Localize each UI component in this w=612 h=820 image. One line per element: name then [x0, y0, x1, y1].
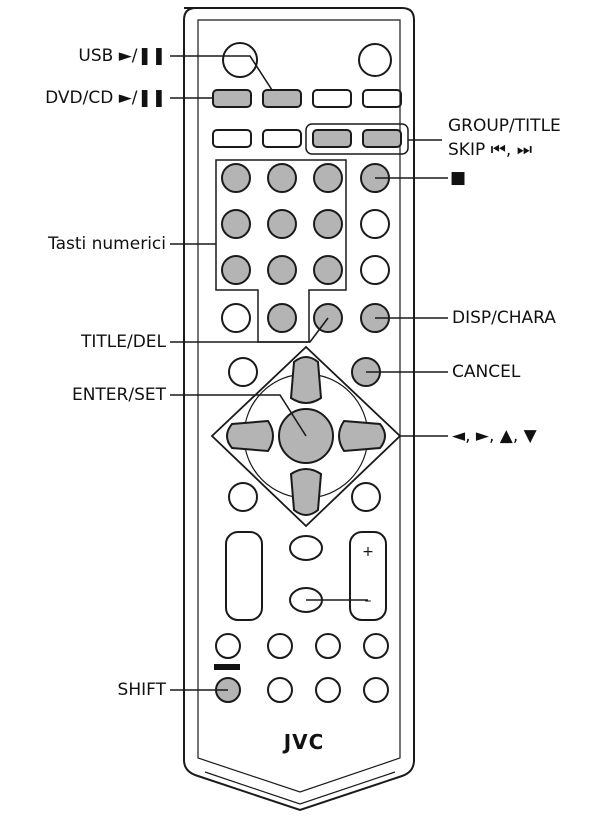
- top-left-nav-button: [228, 357, 258, 387]
- numeric-keys-label: Tasti numerici: [48, 234, 166, 254]
- key-9: [313, 255, 343, 285]
- row1-button-4: [362, 89, 402, 108]
- row2-button-1: [212, 129, 252, 148]
- key-0: [267, 303, 297, 333]
- bottom-right-nav-button: [351, 482, 381, 512]
- key-8: [267, 255, 297, 285]
- key-6: [313, 209, 343, 239]
- key-2: [267, 163, 297, 193]
- row2-button-2: [262, 129, 302, 148]
- bottom-left-nav-button: [228, 482, 258, 512]
- enter-set-label: ENTER/SET: [71, 385, 166, 405]
- remote-bottom-detail: [204, 771, 396, 805]
- volume-rocker: [349, 531, 387, 621]
- key-1: [221, 163, 251, 193]
- oval-button-top: [289, 535, 323, 561]
- dpad-outline: [210, 345, 402, 528]
- shift-label: SHIFT: [117, 680, 166, 700]
- title-del-leader: [170, 317, 329, 343]
- arrows-label: ◄, ►, ▲, ▼: [452, 426, 537, 446]
- dvd-cd-play-button: [212, 89, 252, 108]
- bottom-row1-button-2: [267, 633, 293, 659]
- stop-label: ■: [450, 168, 467, 188]
- left-rocker: [225, 531, 263, 621]
- key-7: [221, 255, 251, 285]
- bottom-row1-button-4: [363, 633, 389, 659]
- right-button-3: [360, 255, 390, 285]
- remote-body: [183, 7, 415, 812]
- shift-indicator-bar: [214, 664, 240, 670]
- row1-button-3: [312, 89, 352, 108]
- group-title-label: GROUP/TITLE: [448, 116, 561, 136]
- skip-forward-button: [362, 129, 402, 148]
- bottom-row2-button-2: [267, 677, 293, 703]
- title-del-label: TITLE/DEL: [80, 332, 166, 352]
- usb-play-button: [262, 89, 302, 108]
- bottom-row1-button-1: [215, 633, 241, 659]
- left-arrow-button: [226, 419, 274, 453]
- right-arrow-button: [338, 419, 386, 453]
- dvd-cd-label: DVD/CD ►/❚❚: [45, 88, 166, 108]
- down-arrow-button: [289, 468, 323, 516]
- volume-minus-label: –: [365, 593, 372, 609]
- cancel-label: CANCEL: [452, 362, 521, 382]
- bottom-row2-button-3: [315, 677, 341, 703]
- skip-back-button: [312, 129, 352, 148]
- remote-body-inner: [197, 19, 401, 793]
- standby-button: [222, 42, 258, 78]
- enter-set-leader: [170, 394, 307, 437]
- bottom-left-key: [221, 303, 251, 333]
- usb-leader: [170, 55, 273, 91]
- bottom-row2-button-4: [363, 677, 389, 703]
- volume-plus-label: +: [362, 544, 374, 560]
- right-button-2: [360, 209, 390, 239]
- skip-group-outline: [305, 123, 409, 155]
- key-3: [313, 163, 343, 193]
- disp-chara-label: DISP/CHARA: [452, 308, 556, 328]
- jvc-logo: JVC: [283, 730, 325, 754]
- usb-label: USB ►/❚❚: [78, 46, 166, 66]
- skip-label: SKIP ⏮, ⏭: [448, 140, 533, 160]
- top-right-button: [358, 43, 392, 77]
- key-4: [221, 209, 251, 239]
- bottom-row1-button-3: [315, 633, 341, 659]
- up-arrow-button: [289, 356, 323, 404]
- key-5: [267, 209, 297, 239]
